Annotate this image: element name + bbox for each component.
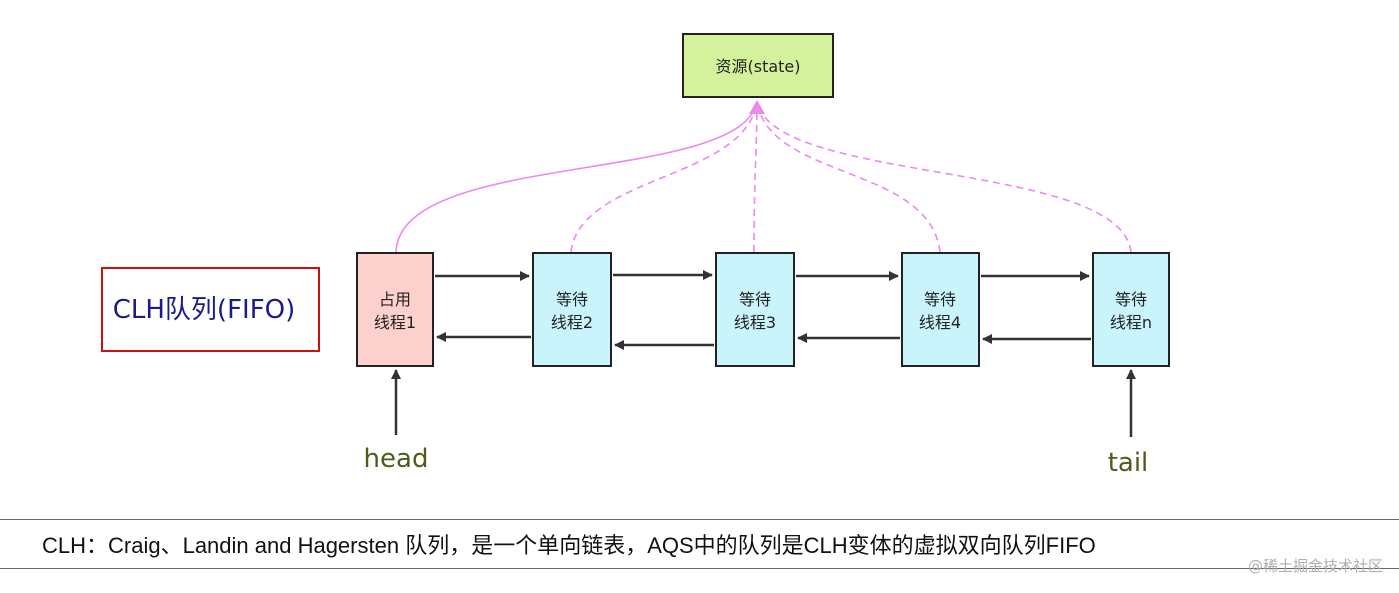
resource-link-dashed — [570, 101, 758, 253]
tail-label: tail — [1108, 448, 1149, 478]
node-4-status: 等待 — [924, 290, 956, 309]
watermark: @稀土掘金技术社区 — [1247, 557, 1383, 575]
footer-caption: CLH：Craig、Landin and Hagersten 队列，是一个单向链… — [42, 533, 1096, 558]
queue-label-box: CLH队列(FIFO) — [101, 267, 320, 352]
node-2-status: 等待 — [556, 290, 588, 309]
resource-box: 资源(state) — [682, 33, 834, 98]
node-1: 占用 线程1 — [356, 252, 434, 367]
footer-bottom-rule — [0, 568, 1399, 569]
resource-link-dashed — [753, 101, 758, 253]
node-4: 等待 线程4 — [901, 252, 980, 367]
resource-link-dashed — [756, 101, 941, 253]
resource-link-solid — [395, 101, 758, 253]
node-n: 等待 线程n — [1092, 252, 1170, 367]
node-2-thread: 线程2 — [551, 313, 593, 332]
node-2: 等待 线程2 — [532, 252, 612, 367]
node-4-thread: 线程4 — [919, 313, 961, 332]
node-n-thread: 线程n — [1110, 313, 1152, 332]
node-3-thread: 线程3 — [734, 313, 776, 332]
resource-link-arrowhead — [749, 100, 765, 114]
resource-link-dashed — [756, 101, 1132, 253]
node-3-status: 等待 — [739, 290, 771, 309]
node-1-status: 占用 — [379, 290, 411, 309]
node-n-status: 等待 — [1115, 290, 1147, 309]
resource-label: 资源(state) — [715, 57, 800, 76]
node-3: 等待 线程3 — [715, 252, 795, 367]
footer-top-rule — [0, 519, 1399, 520]
head-label: head — [364, 444, 429, 474]
queue-label: CLH队列(FIFO) — [113, 295, 296, 325]
resource-links — [395, 101, 1132, 253]
node-1-thread: 线程1 — [374, 313, 416, 332]
